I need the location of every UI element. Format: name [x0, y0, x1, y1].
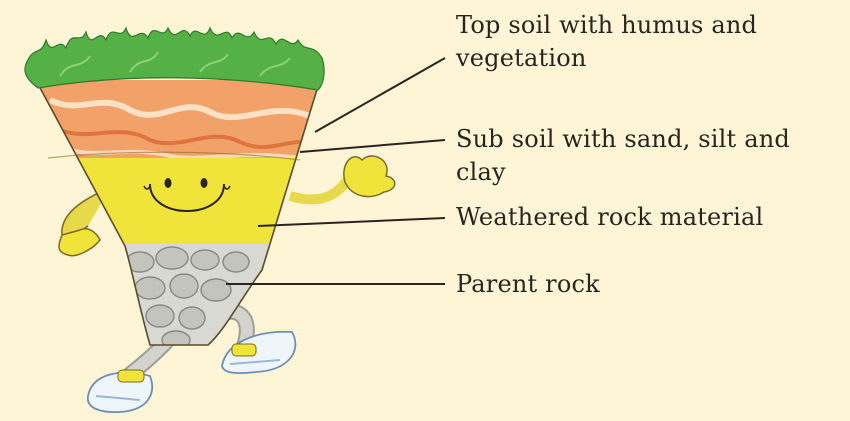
- label-subsoil-line1: Sub soil with sand, silt and: [456, 125, 790, 153]
- soil-cone: [38, 80, 318, 345]
- label-weathered-rock: Weathered rock material: [456, 203, 764, 231]
- leader-line-topsoil: [314, 57, 446, 133]
- right-shoe: [221, 330, 297, 374]
- label-parent-rock: Parent rock: [456, 270, 600, 298]
- right-arm: [288, 155, 396, 205]
- label-subsoil: Sub soil with sand, silt and clay: [456, 123, 790, 189]
- smiling-face: [143, 178, 231, 212]
- leader-line-subsoil: [299, 139, 446, 153]
- leader-lines: [226, 57, 446, 285]
- label-subsoil-line2: clay: [456, 158, 506, 186]
- left-arm: [58, 187, 111, 257]
- left-shoe: [87, 369, 153, 413]
- label-topsoil-line1: Top soil with humus and: [456, 11, 758, 39]
- grass-vegetation: [24, 26, 325, 91]
- rock-stones: [125, 246, 250, 345]
- leader-line-weathered: [257, 217, 446, 227]
- topsoil-layer: [38, 80, 318, 158]
- label-topsoil-line2: vegetation: [456, 44, 587, 72]
- label-topsoil: Top soil with humus and vegetation: [456, 9, 757, 75]
